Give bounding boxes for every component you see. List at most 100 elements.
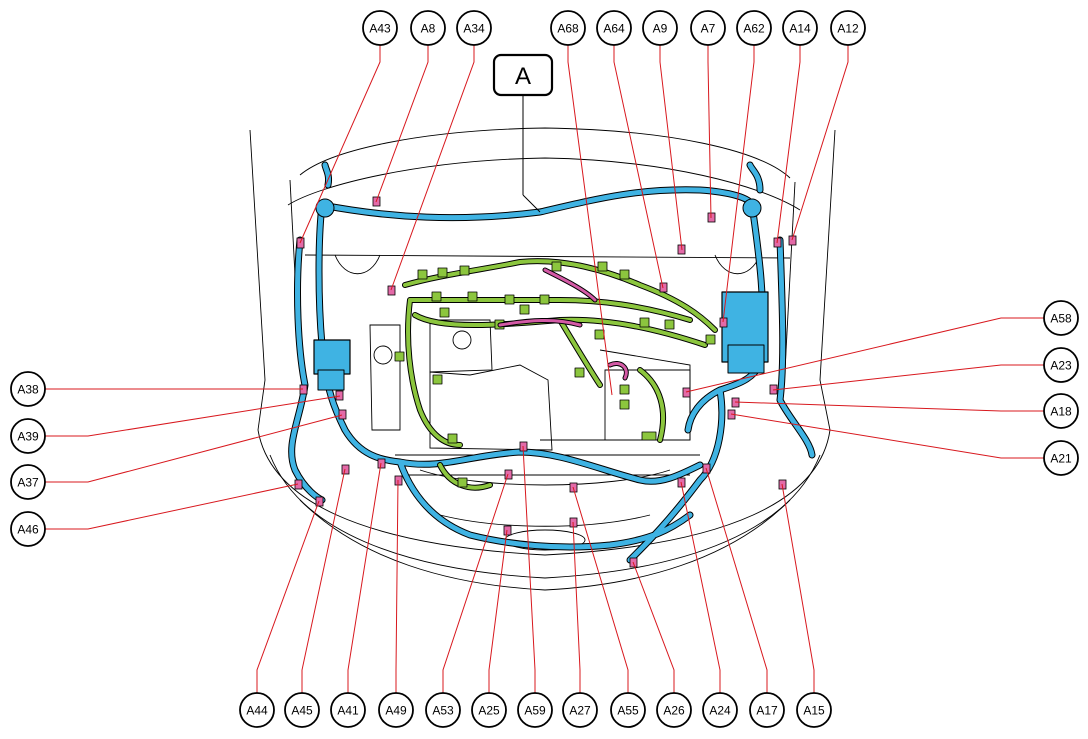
callout-label-a55: A55 <box>617 704 639 718</box>
callout-label-a21: A21 <box>1050 452 1072 466</box>
callout-circle-a18 <box>1043 393 1079 429</box>
callout-a24: A24 <box>702 692 738 728</box>
callout-a27: A27 <box>562 692 598 728</box>
callout-a18: A18 <box>1043 393 1079 429</box>
callout-circle-a46 <box>10 511 46 547</box>
leader-line-a58 <box>685 317 1044 393</box>
callout-circle-a7 <box>690 10 726 46</box>
leader-line-a23 <box>772 364 1044 391</box>
leader-line-a41 <box>347 462 382 693</box>
figure-label: A <box>492 53 554 213</box>
callout-label-a7: A7 <box>701 22 716 36</box>
leader-line-a46 <box>45 483 299 530</box>
callout-a34: A34 <box>456 10 492 46</box>
callout-label-a45: A45 <box>291 704 313 718</box>
callout-a9: A9 <box>642 10 678 46</box>
callout-label-a39: A39 <box>17 430 39 444</box>
leader-line-a55 <box>572 486 629 693</box>
leader-line-a62 <box>722 45 755 323</box>
callout-a62: A62 <box>736 10 772 46</box>
callout-circle-a12 <box>830 10 866 46</box>
callout-a68: A68 <box>550 10 586 46</box>
leader-line-a45 <box>301 468 346 693</box>
callout-label-a14: A14 <box>789 22 811 36</box>
callout-label-a18: A18 <box>1050 405 1072 419</box>
callout-circle-a43 <box>362 10 398 46</box>
callout-a43: A43 <box>362 10 398 46</box>
callout-label-a24: A24 <box>709 704 731 718</box>
callout-a25: A25 <box>471 692 507 728</box>
leader-line-a12 <box>791 45 849 241</box>
callout-circle-a17 <box>749 692 785 728</box>
callout-circle-a38 <box>10 371 46 407</box>
leader-line-a27 <box>572 521 581 693</box>
callout-circle-a58 <box>1043 300 1079 336</box>
callout-circle-a44 <box>239 692 275 728</box>
callout-label-a12: A12 <box>837 22 859 36</box>
leader-line-a43 <box>299 45 381 244</box>
callout-circle-a49 <box>378 692 414 728</box>
callout-label-a25: A25 <box>478 704 500 718</box>
callout-circle-a23 <box>1043 347 1079 383</box>
callout-circle-a27 <box>562 692 598 728</box>
callout-a15: A15 <box>796 692 832 728</box>
callout-label-a26: A26 <box>663 704 685 718</box>
callout-a44: A44 <box>239 692 275 728</box>
callout-a55: A55 <box>610 692 646 728</box>
callout-label-a53: A53 <box>432 704 454 718</box>
leader-line-a7 <box>707 45 712 219</box>
callout-circle-a34 <box>456 10 492 46</box>
leader-line-a49 <box>395 479 399 693</box>
callout-label-a41: A41 <box>337 704 359 718</box>
callout-a17: A17 <box>749 692 785 728</box>
callout-label-a34: A34 <box>463 22 485 36</box>
connector-marks <box>294 196 797 568</box>
callout-label-a27: A27 <box>569 704 591 718</box>
callout-label-a59: A59 <box>524 704 546 718</box>
callout-circle-a55 <box>610 692 646 728</box>
callout-label-a23: A23 <box>1050 359 1072 373</box>
callout-a45: A45 <box>284 692 320 728</box>
injector-wire-harness <box>497 267 629 381</box>
callout-circle-a14 <box>782 10 818 46</box>
callout-a23: A23 <box>1043 347 1079 383</box>
callout-a21: A21 <box>1043 440 1079 476</box>
callout-circle-a24 <box>702 692 738 728</box>
callout-circle-a37 <box>10 464 46 500</box>
callout-a7: A7 <box>690 10 726 46</box>
callout-circle-a59 <box>517 692 553 728</box>
callout-a38: A38 <box>10 371 46 407</box>
callout-label-a49: A49 <box>385 704 407 718</box>
callout-label-a8: A8 <box>421 22 436 36</box>
leader-line-a9 <box>659 45 683 251</box>
leader-line-a68 <box>567 45 613 396</box>
leader-line-a64 <box>613 45 664 289</box>
leader-line-a37 <box>45 414 343 483</box>
callout-a14: A14 <box>782 10 818 46</box>
callout-circle-a64 <box>596 10 632 46</box>
leader-line-a17 <box>705 467 768 693</box>
leader-line-a39 <box>45 395 341 437</box>
callout-leader-lines <box>45 45 1044 693</box>
leader-line-a24 <box>680 481 721 693</box>
leader-line-a15 <box>781 483 815 693</box>
callout-a12: A12 <box>830 10 866 46</box>
callout-circle-a62 <box>736 10 772 46</box>
callout-a37: A37 <box>10 464 46 500</box>
figure-label-text: A <box>515 63 531 90</box>
callout-circle-a15 <box>796 692 832 728</box>
callout-circle-a45 <box>284 692 320 728</box>
callout-label-a68: A68 <box>557 22 579 36</box>
callout-a64: A64 <box>596 10 632 46</box>
callout-circle-a25 <box>471 692 507 728</box>
leader-line-a8 <box>375 45 429 203</box>
callout-circle-a8 <box>410 10 446 46</box>
callout-a46: A46 <box>10 511 46 547</box>
callout-circle-a39 <box>10 418 46 454</box>
leader-line-a34 <box>390 45 475 291</box>
callout-label-a38: A38 <box>17 383 39 397</box>
callout-label-a64: A64 <box>603 22 625 36</box>
callout-a8: A8 <box>410 10 446 46</box>
